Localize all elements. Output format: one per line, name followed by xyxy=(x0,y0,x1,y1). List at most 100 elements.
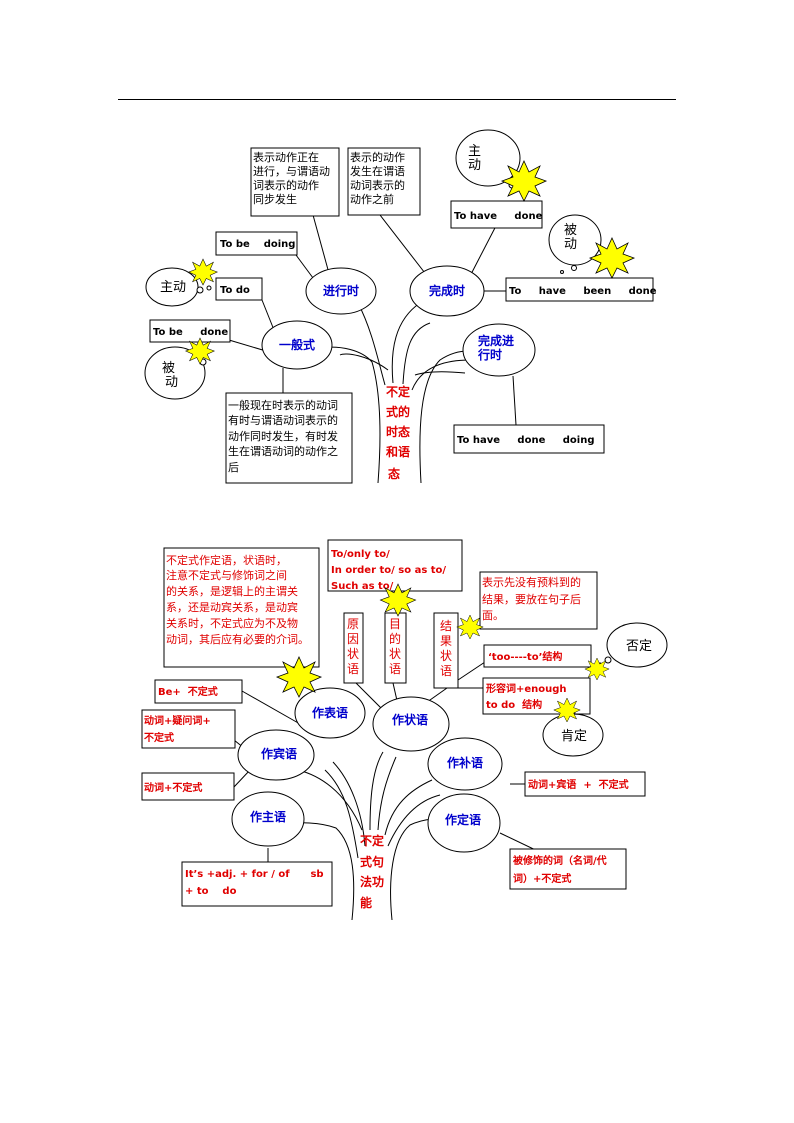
svg-text:式句: 式句 xyxy=(360,854,384,869)
tree-2-trunk-label: 不定 式句 法功 能 xyxy=(360,833,384,910)
purpose-adverbial-char-4: 语 xyxy=(389,662,401,676)
cloud-positive-label: 肯定 xyxy=(561,729,587,744)
too-to-label: ‘too----to’结构 xyxy=(488,650,562,663)
star-icon xyxy=(185,337,215,365)
star-icon xyxy=(553,697,581,723)
node-predicative xyxy=(294,687,366,739)
purpose-adverbial-char-3: 状 xyxy=(389,647,401,661)
progressive-note-line-2: 进行，与谓语动 xyxy=(253,165,330,178)
tree-1-nodes xyxy=(261,265,536,377)
box-general-note xyxy=(225,392,353,484)
verb-wh-inf-line-2: 不定式 xyxy=(144,731,174,744)
general-note-line-3: 动作同时发生，有时发 xyxy=(228,429,338,443)
node-general-label: 一般式 xyxy=(279,337,315,352)
infinitive-note-line-1: 不定式作定语，状语时， xyxy=(166,553,287,567)
svg-text:法功: 法功 xyxy=(360,874,384,889)
purpose-phrases-line-3: Such as to/ xyxy=(331,581,394,592)
box-purpose-phrases xyxy=(327,539,463,592)
node-perfect-progressive-label-2: 行时 xyxy=(477,347,502,362)
box-progressive-note xyxy=(250,147,340,217)
perfect-note-line-3: 动词表示的 xyxy=(350,178,405,192)
to-have-done-doing-label: To have done doing xyxy=(457,435,595,446)
node-progressive xyxy=(305,267,377,315)
modified-word-line-1: 被修饰的词（名词/代 xyxy=(513,854,607,867)
progressive-note-line-4: 同步发生 xyxy=(253,192,297,206)
node-object xyxy=(237,729,315,781)
svg-text:态: 态 xyxy=(388,466,400,481)
cloud-active-general-label: 主动 xyxy=(160,280,186,295)
infinitive-note-line-3: 的关系，是逻辑上的主谓关 xyxy=(166,584,298,598)
node-attributive xyxy=(427,793,501,853)
box-verb-inf xyxy=(141,772,235,801)
general-note-line-2: 有时与谓语动词表示的 xyxy=(228,413,338,427)
node-complement-label: 作补语 xyxy=(447,755,483,770)
result-adverbial-char-1: 结 xyxy=(440,619,452,633)
tree-1-trunk-label: 不定 式的 时态 和语 态 xyxy=(385,384,410,481)
result-adverbial-char-3: 状 xyxy=(440,649,452,663)
star-icon xyxy=(589,237,635,279)
star-icon xyxy=(380,583,416,617)
node-attributive-label: 作定语 xyxy=(445,812,481,827)
svg-text:式的: 式的 xyxy=(386,404,410,419)
purpose-adverbial-char-2: 的 xyxy=(389,631,401,646)
node-perfect-label: 完成时 xyxy=(429,283,465,298)
box-be-inf xyxy=(154,679,243,704)
general-note-line-1: 一般现在时表示的动词 xyxy=(228,398,338,412)
svg-text:能: 能 xyxy=(360,895,372,910)
result-note-line-2: 结果，要放在句子后 xyxy=(482,592,581,606)
tree-2-nodes xyxy=(231,687,503,853)
node-general xyxy=(261,320,333,370)
progressive-note-line-3: 词表示的动作 xyxy=(253,178,319,192)
box-verb-wh-inf xyxy=(141,709,236,749)
result-note-line-3: 面。 xyxy=(482,609,504,622)
star-icon xyxy=(276,656,322,698)
svg-text:不定: 不定 xyxy=(386,384,410,399)
box-to-do xyxy=(215,277,263,301)
node-predicative-label: 作表语 xyxy=(312,705,348,720)
cause-adverbial-char-1: 原 xyxy=(347,617,359,631)
box-its-adj xyxy=(181,861,333,907)
node-perfect-progressive xyxy=(462,323,536,377)
svg-text:时态: 时态 xyxy=(386,424,410,439)
box-result-adverbial xyxy=(433,612,459,689)
node-complement xyxy=(427,737,503,791)
verb-obj-inf-label: 动词+宾语 + 不定式 xyxy=(528,778,629,791)
cloud-active-general xyxy=(145,267,212,307)
node-adverbial xyxy=(372,696,450,752)
purpose-phrases-line-2: In order to/ so as to/ xyxy=(331,565,446,576)
cause-adverbial-char-3: 状 xyxy=(347,647,359,661)
verb-wh-inf-line-1: 动词+疑问词+ xyxy=(144,714,211,727)
perfect-note-line-1: 表示的动作 xyxy=(350,150,405,164)
cloud-passive-perfect-label-2: 动 xyxy=(564,237,577,252)
to-do-label: To do xyxy=(220,285,250,296)
box-to-have-been-done xyxy=(505,277,654,302)
box-modified-word xyxy=(509,848,627,890)
cloud-passive-general-label-2: 动 xyxy=(165,375,178,390)
general-note-line-5: 后 xyxy=(228,461,239,474)
cloud-active-perfect-label-1: 主 xyxy=(468,144,481,159)
box-cause-adverbial xyxy=(343,612,364,684)
progressive-note-line-1: 表示动作正在 xyxy=(253,150,319,164)
star-icon xyxy=(188,258,218,286)
star-icon xyxy=(501,160,547,202)
node-subject-label: 作主语 xyxy=(250,809,286,824)
result-note-line-1: 表示先没有预料到的 xyxy=(482,575,581,589)
infinitive-note-line-2: 注意不定式与修饰词之间 xyxy=(166,568,287,582)
perfect-note-line-2: 发生在谓语 xyxy=(350,164,405,178)
purpose-adverbial-char-1: 目 xyxy=(389,617,401,631)
general-note-line-4: 生在谓语动词的动作之 xyxy=(228,444,338,458)
to-be-doing-label: To be doing xyxy=(220,239,295,250)
svg-text:和语: 和语 xyxy=(385,444,410,459)
cloud-passive-general-label-1: 被 xyxy=(162,361,175,376)
cloud-passive-perfect xyxy=(548,214,602,274)
adj-enough-line-2: to do 结构 xyxy=(486,698,542,711)
infinitive-note-line-5: 关系时，不定式应为不及物 xyxy=(166,616,298,630)
svg-text:不定: 不定 xyxy=(360,833,384,848)
box-perfect-note xyxy=(347,147,421,216)
box-purpose-adverbial xyxy=(384,612,407,684)
star-icon xyxy=(456,614,484,640)
cause-adverbial-char-4: 语 xyxy=(347,662,359,676)
to-be-done-label: To be done xyxy=(153,327,228,338)
cloud-negative xyxy=(597,622,668,668)
